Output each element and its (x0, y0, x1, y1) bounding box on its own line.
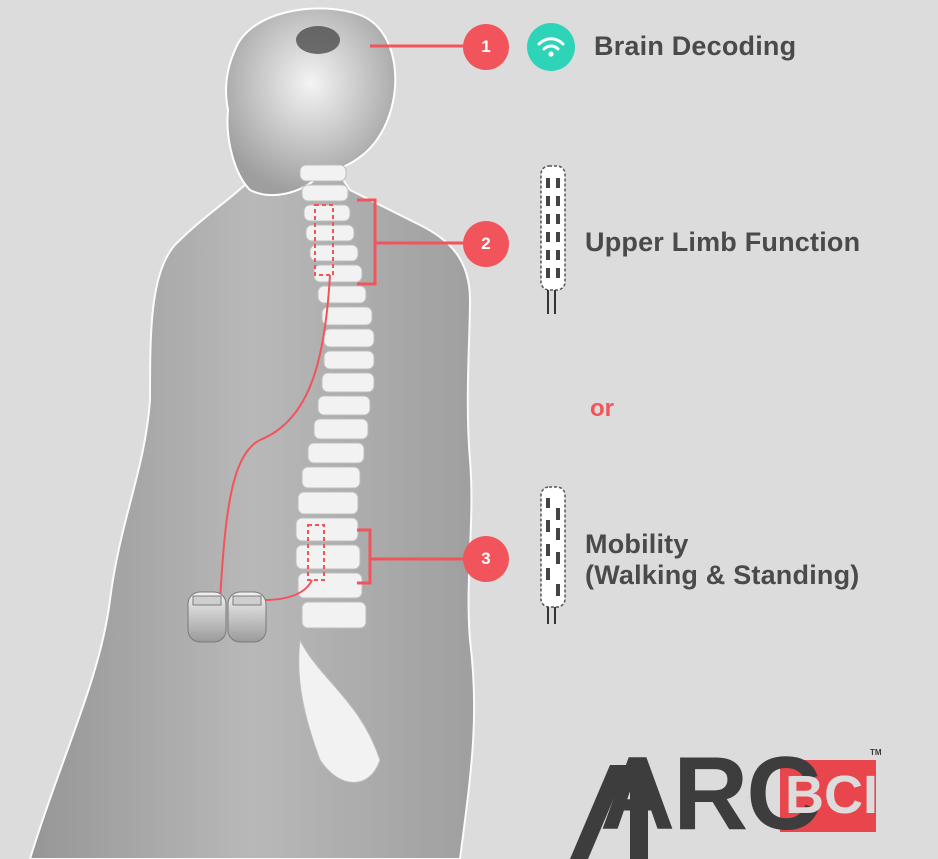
pulse-generator-right (228, 592, 266, 642)
wifi-icon (537, 35, 565, 59)
upper-limb-label: Upper Limb Function (585, 227, 860, 258)
electrode-array-icon-upper (541, 166, 565, 314)
mobility-label-line1: Mobility (585, 529, 859, 560)
brain-decoding-label: Brain Decoding (594, 31, 796, 62)
mobility-label-line2: (Walking & Standing) (585, 560, 859, 591)
step-3-number: 3 (481, 549, 490, 569)
step-1-badge: 1 (463, 24, 509, 70)
trademark-mark: TM (870, 748, 882, 757)
step-1-number: 1 (481, 37, 490, 57)
step-3-badge: 3 (463, 536, 509, 582)
skull-implant-site (296, 26, 340, 54)
step-2-number: 2 (481, 234, 490, 254)
or-separator: or (590, 395, 614, 423)
wifi-badge (527, 23, 575, 71)
body-silhouette (30, 160, 474, 859)
pulse-generator-left (188, 592, 226, 642)
electrode-array-icon-lower (541, 487, 565, 624)
step-2-badge: 2 (463, 221, 509, 267)
mobility-label: Mobility (Walking & Standing) (585, 529, 859, 591)
bci-logo-text: BCI (785, 768, 878, 822)
